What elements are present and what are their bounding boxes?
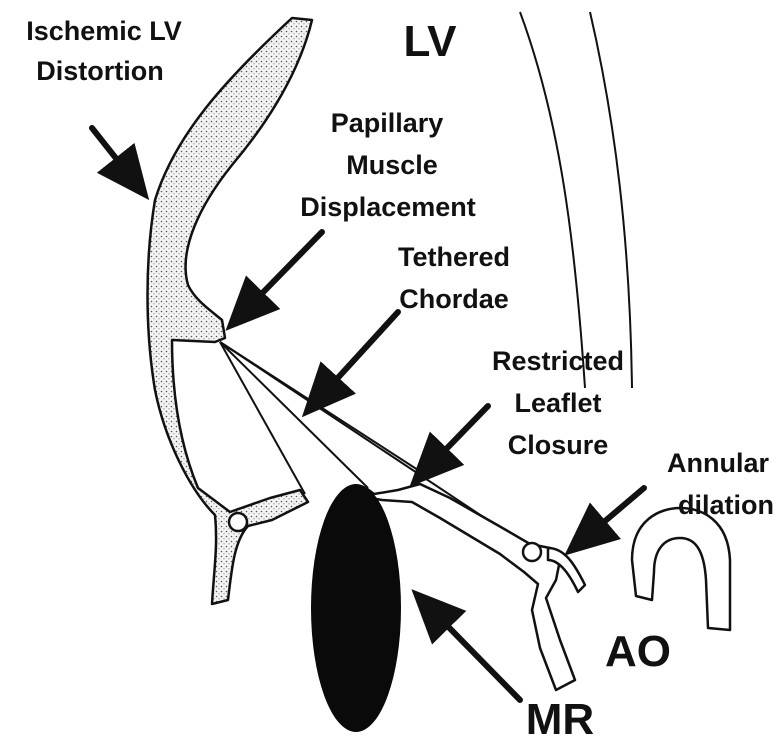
posterior-annulus-ring	[229, 513, 247, 531]
arrow-papillary	[238, 232, 322, 318]
anterior-annulus-ring	[523, 543, 541, 561]
label-ao: AO	[605, 627, 671, 676]
label-papillary-line3: Displacement	[300, 192, 476, 222]
mr-jet	[311, 484, 401, 732]
arrow-tethered	[314, 312, 398, 404]
aortic-valve-section	[632, 508, 730, 630]
label-tethered-line1: Tethered	[398, 242, 510, 272]
aortic-wall-left	[520, 12, 585, 388]
label-tethered-line2: Chordae	[399, 284, 509, 314]
label-ischemic-line1: Ischemic LV	[26, 16, 182, 46]
label-restricted-line3: Closure	[508, 430, 609, 460]
arrow-mr	[424, 602, 520, 700]
label-lv: LV	[404, 17, 458, 66]
arrow-ischemic	[92, 128, 138, 186]
label-annular-line2: dilation	[678, 490, 774, 520]
arrow-annular	[578, 488, 644, 544]
label-papillary-line2: Muscle	[346, 150, 438, 180]
label-restricted-line1: Restricted	[492, 346, 624, 376]
arrow-restricted	[422, 406, 488, 474]
label-ischemic-line2: Distortion	[36, 56, 164, 86]
aortic-wall-right	[590, 12, 632, 388]
label-papillary-line1: Papillary	[331, 108, 444, 138]
label-restricted-line2: Leaflet	[514, 388, 601, 418]
label-mr: MR	[526, 695, 594, 744]
label-annular-line1: Annular	[667, 448, 769, 478]
